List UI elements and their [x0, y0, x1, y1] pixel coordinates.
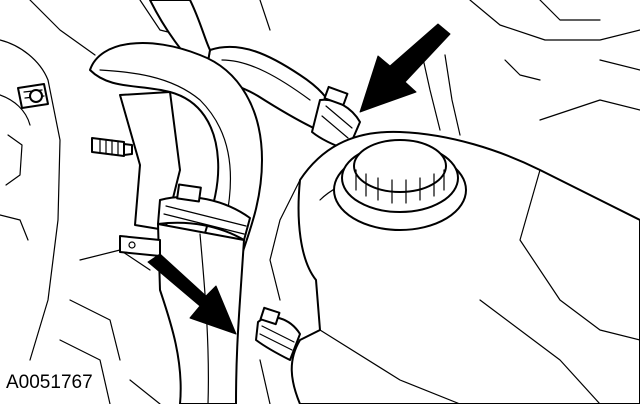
- reservoir-hose-clamp: [255, 306, 301, 361]
- filler-cap: [333, 139, 467, 231]
- upper-hose-clamp: [311, 85, 361, 151]
- figure-id-label: A0051767: [6, 372, 93, 393]
- bolt-left: [17, 83, 49, 109]
- stud-bolt: [91, 137, 133, 157]
- arrow-icon: [147, 253, 237, 335]
- arrow-icon: [359, 23, 451, 113]
- callout-arrow-upper: [359, 23, 451, 113]
- callout-arrow-lower: [147, 253, 237, 335]
- bracket: [119, 235, 161, 257]
